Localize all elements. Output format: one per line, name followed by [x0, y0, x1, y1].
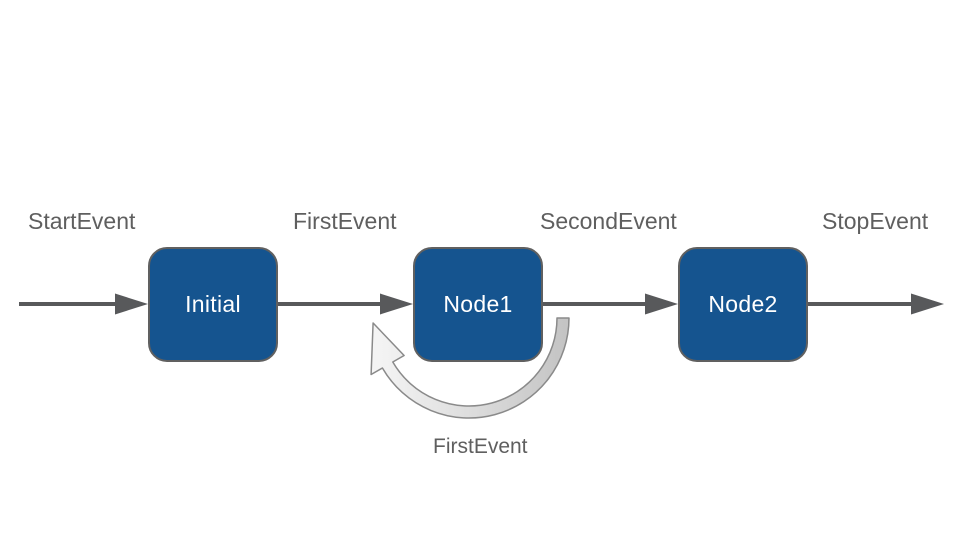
label-self-loop-event: FirstEvent [433, 435, 528, 458]
label-stop-event: StopEvent [822, 208, 929, 234]
label-first-event: FirstEvent [293, 208, 397, 234]
arrow-second-transition [543, 293, 678, 315]
node-node2: Node2 [678, 247, 808, 362]
label-second-event: SecondEvent [540, 208, 677, 234]
node-node2-label: Node2 [708, 291, 778, 317]
node-node1-label: Node1 [443, 291, 513, 317]
label-start-event: StartEvent [28, 208, 136, 234]
arrow-start-transition [19, 293, 148, 315]
self-loop-arrow [370, 317, 570, 419]
arrow-stop-transition [808, 293, 944, 315]
node-initial: Initial [148, 247, 278, 362]
arrow-first-transition [278, 293, 413, 315]
node-initial-label: Initial [185, 291, 241, 317]
node-node1: Node1 [413, 247, 543, 362]
